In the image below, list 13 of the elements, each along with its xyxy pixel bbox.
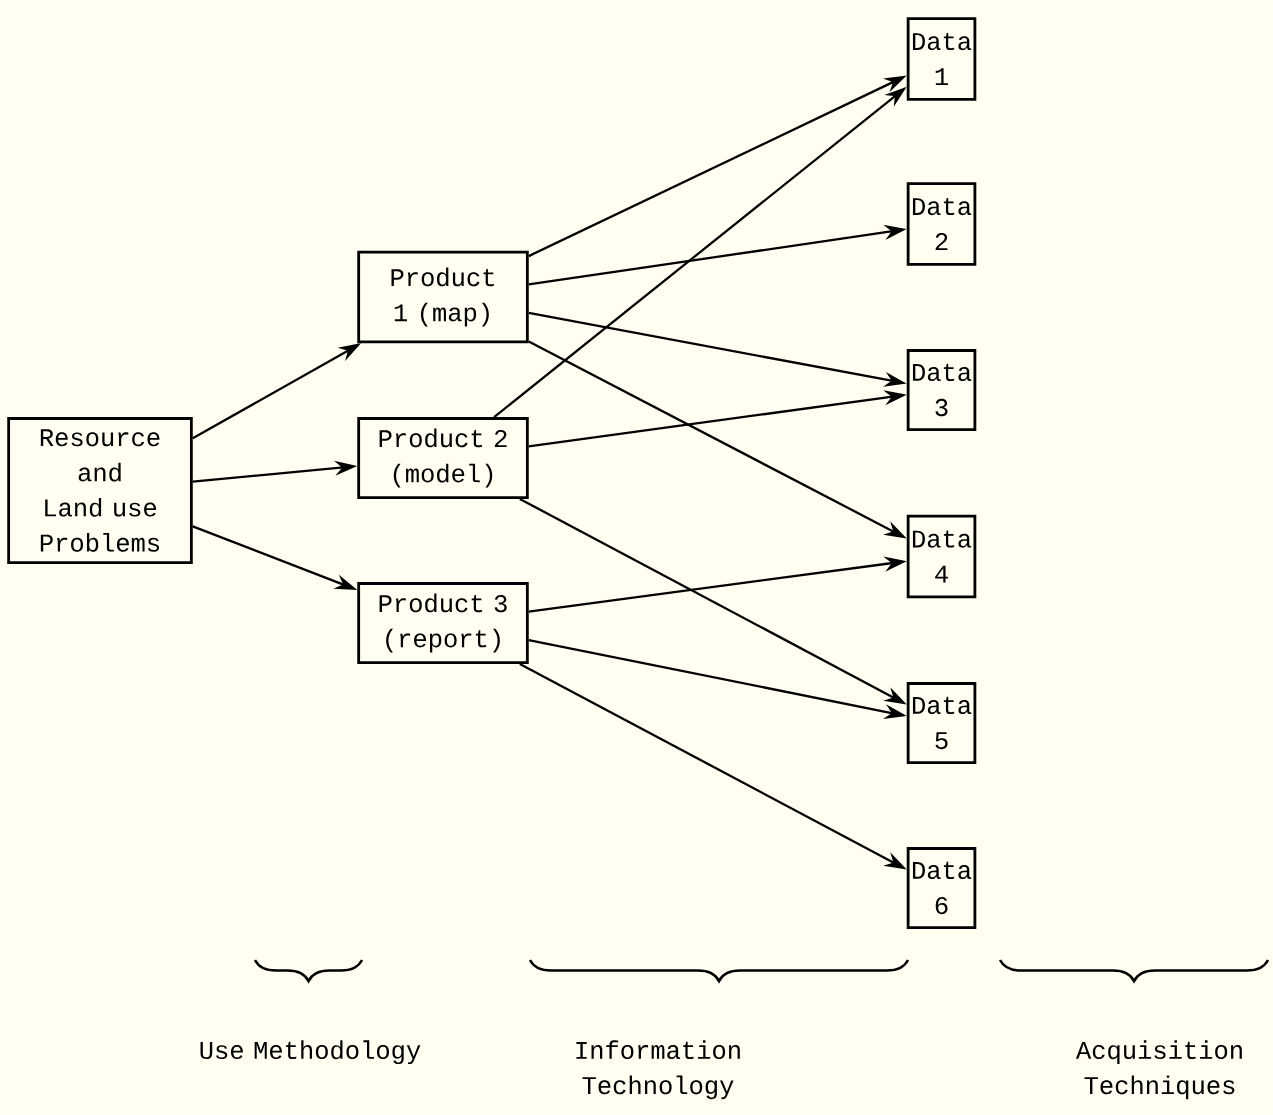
process-box: Data 5 [906,682,977,764]
section-label: Use Methodology [200,1040,421,1065]
process-box: Data 1 [906,17,977,101]
process-box: Product 1 (map) [357,250,529,344]
problem-box: Resource and Land use Problems [7,417,193,564]
section-label: Information Technology [576,1040,740,1100]
process-box: Data 2 [906,182,977,266]
process-box: Data 6 [906,847,977,929]
process-box: Data 3 [906,349,977,431]
process-box: Product 2 (model) [357,417,529,499]
section-label: Acquisition Techniques [1075,1040,1242,1100]
process-box: Data 4 [906,514,977,599]
process-box: Product 3 (report) [357,582,529,664]
